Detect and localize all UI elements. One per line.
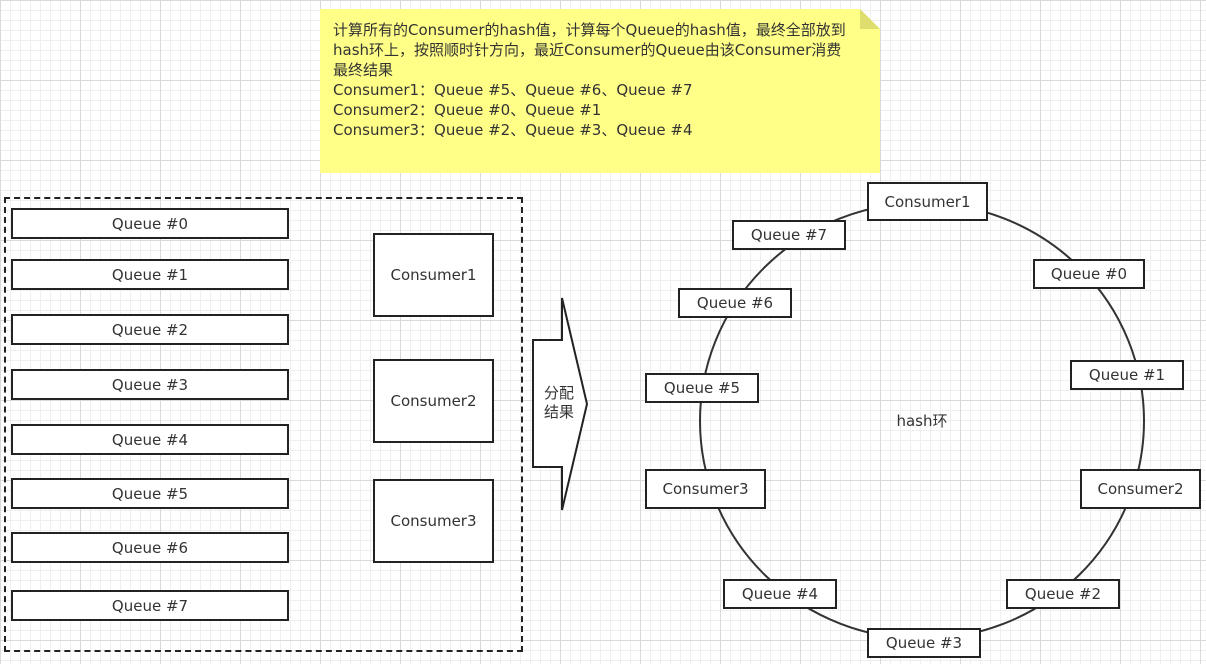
left-queue-5: Queue #5 — [11, 478, 289, 509]
ring-queue-1: Queue #1 — [1070, 360, 1184, 390]
left-queue-0: Queue #0 — [11, 208, 289, 239]
note-consumer2-result: Consumer2：Queue #0、Queue #1 — [333, 101, 602, 119]
left-consumer-1: Consumer1 — [373, 233, 494, 317]
ring-queue-5: Queue #5 — [645, 373, 759, 403]
allocation-arrow — [532, 297, 589, 511]
ring-queue-3: Queue #3 — [867, 628, 981, 658]
ring-consumer-3: Consumer3 — [645, 469, 766, 509]
left-queue-6: Queue #6 — [11, 532, 289, 563]
left-consumer-2: Consumer2 — [373, 359, 494, 443]
left-queue-4: Queue #4 — [11, 424, 289, 455]
left-consumer-3: Consumer3 — [373, 479, 494, 563]
ring-queue-6: Queue #6 — [678, 288, 792, 318]
arrow-label-line2: 结果 — [543, 403, 574, 421]
queue-consumer-group — [4, 197, 523, 652]
note-result-heading: 最终结果 — [333, 61, 394, 79]
note-text: 计算所有的Consumer的hash值，计算每个Queue的hash值，最终全部… — [333, 20, 863, 140]
left-queue-3: Queue #3 — [11, 369, 289, 400]
left-queue-1: Queue #1 — [11, 259, 289, 290]
left-queue-2: Queue #2 — [11, 314, 289, 345]
result-note — [320, 9, 880, 173]
note-description: 计算所有的Consumer的hash值，计算每个Queue的hash值，最终全部… — [333, 21, 846, 59]
arrow-label-line1: 分配 — [543, 384, 574, 402]
ring-consumer-2: Consumer2 — [1080, 469, 1201, 509]
note-consumer1-result: Consumer1：Queue #5、Queue #6、Queue #7 — [333, 81, 693, 99]
ring-queue-0: Queue #0 — [1033, 259, 1145, 289]
left-queue-7: Queue #7 — [11, 590, 289, 621]
hash-ring-label: hash环 — [896, 412, 948, 430]
ring-queue-2: Queue #2 — [1006, 579, 1120, 609]
note-consumer3-result: Consumer3：Queue #2、Queue #3、Queue #4 — [333, 121, 693, 139]
ring-queue-4: Queue #4 — [723, 579, 837, 609]
allocation-arrow-label: 分配 结果 — [537, 384, 581, 422]
ring-queue-7: Queue #7 — [732, 220, 846, 250]
ring-consumer-1: Consumer1 — [867, 182, 988, 221]
